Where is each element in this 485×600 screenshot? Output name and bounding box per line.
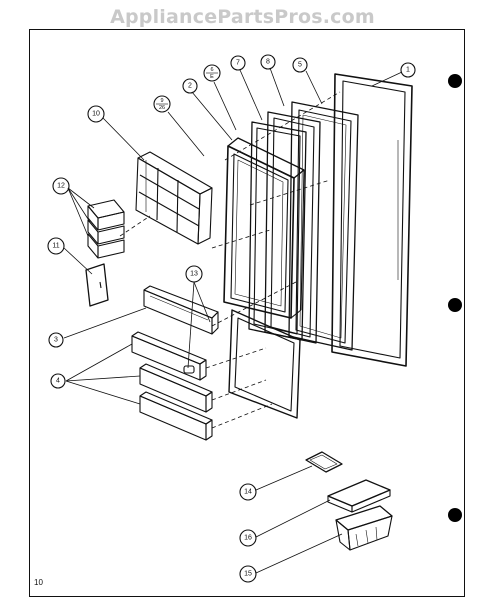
callout-15-label: 15 [244, 571, 252, 578]
callout-9-fraction-top: 9 [160, 98, 163, 104]
diagram-frame [29, 29, 465, 597]
callout-13-label: 13 [190, 271, 198, 278]
part-1-outer-door-panel [331, 73, 413, 367]
part-3-upper-shelf [143, 285, 219, 335]
callout-10-circle [87, 105, 105, 123]
callout-6-fraction-bottom: E [210, 74, 214, 80]
callout-9-fraction-bottom: 26 [159, 105, 165, 111]
callout-circles [47, 54, 416, 583]
part-4-door-shelf-c [139, 391, 213, 441]
callout-8-label: 8 [266, 59, 270, 66]
part-14-small-tray [305, 451, 343, 473]
callout-2-label: 2 [188, 83, 192, 90]
callout-7-circle [230, 55, 246, 71]
registration-dot-top [448, 74, 462, 88]
part-2-lower-liner-section [228, 309, 301, 419]
callout-14-circle [239, 483, 257, 501]
callout-16-circle [239, 529, 257, 547]
registration-dot-bottom [448, 508, 462, 522]
callout-15-circle [239, 565, 257, 583]
callout-11-label: 11 [52, 243, 59, 250]
callout-7-label: 7 [236, 60, 240, 67]
callout-6-fraction-top: 6 [210, 67, 213, 73]
part-15-basket-bin [335, 505, 393, 551]
watermark-text: AppliancePartsPros.com [110, 6, 375, 28]
callout-10-label: 10 [92, 111, 100, 118]
part-2-inner-door-liner [223, 137, 305, 319]
part-11-small-panel [85, 263, 109, 307]
part-5-door-gasket [288, 101, 359, 351]
callout-3-label: 3 [54, 337, 58, 344]
callout-6-circle [203, 64, 221, 82]
callout-13-circle [185, 265, 203, 283]
part-12-stacked-bins [87, 199, 125, 259]
callout-5-label: 5 [298, 62, 302, 69]
part-7-breaker-strip [248, 121, 307, 341]
part-4-door-shelf-b [139, 363, 213, 413]
part-4-door-shelf-a [131, 331, 207, 381]
callout-16-label: 16 [244, 535, 252, 542]
part-10-shelf-cabinet [135, 151, 213, 245]
registration-dot-middle [448, 298, 462, 312]
leader-lines [63, 67, 403, 574]
part-8-liner-frame [264, 111, 321, 344]
callout-2-circle [182, 78, 198, 94]
callout-11-circle [47, 237, 65, 255]
callout-12-circle [52, 177, 70, 195]
page-number: 10 [34, 578, 43, 587]
callout-1-label: 1 [406, 67, 410, 74]
callout-12-label: 12 [57, 183, 65, 190]
callout-14-label: 14 [244, 489, 252, 496]
callout-4-circle [50, 373, 66, 389]
callout-5-circle [292, 57, 308, 73]
callout-labels: 1 5 8 7 6 E 2 9 26 10 12 11 13 3 4 14 16… [52, 59, 410, 578]
callout-8-circle [260, 54, 276, 70]
alignment-lines [119, 91, 341, 429]
part-16-flat-cover [327, 479, 391, 513]
callout-3-circle [48, 332, 64, 348]
callout-4-label: 4 [56, 378, 60, 385]
callout-9-circle [153, 95, 171, 113]
callout-1-circle [400, 62, 416, 78]
